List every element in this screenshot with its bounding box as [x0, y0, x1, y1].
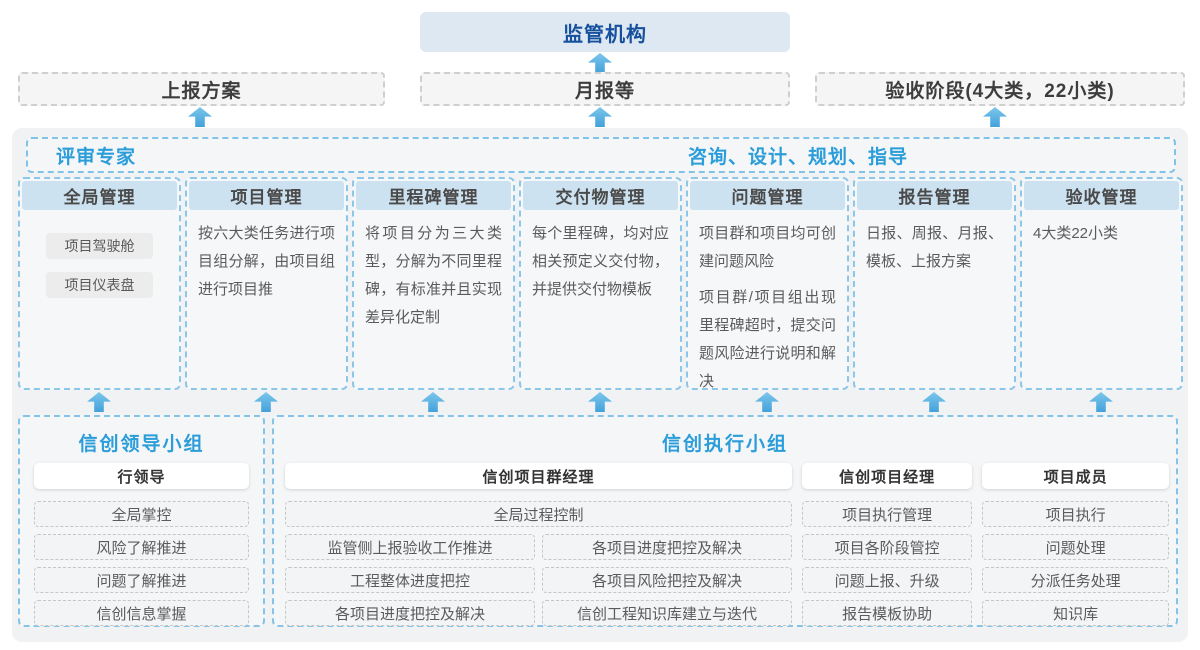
duty-item: 分派任务处理 — [982, 567, 1169, 593]
module-title: 交付物管理 — [523, 181, 678, 210]
up-arrow-icon — [188, 107, 212, 127]
module-description: 项目群和项目均可创建问题风险 — [699, 225, 836, 270]
module-body: 项目群和项目均可创建问题风险 项目群/项目组出现里程碑超时，提交问题风险进行说明… — [688, 212, 847, 390]
role-project-member: 项目成员 — [982, 463, 1169, 489]
duty-item: 项目各阶段管控 — [802, 534, 973, 560]
group-content: 行领导 全局掌控 风险了解推进 问题了解推进 信创信息掌握 — [20, 455, 263, 626]
duty-item: 报告模板协助 — [802, 600, 973, 626]
group-content: 信创项目群经理 全局过程控制 监管侧上报验收工作推进 各项目进度把控及解决 工程… — [274, 455, 1176, 626]
output-acceptance-stage: 验收阶段(4大类，22小类) — [815, 72, 1185, 106]
duty-item: 全局过程控制 — [285, 501, 792, 527]
role-program-manager: 信创项目群经理 — [285, 463, 792, 489]
group-title: 信创执行小组 — [661, 434, 788, 455]
duty-row: 工程整体进度把控 各项目风险把控及解决 — [285, 567, 792, 593]
duty-item: 风险了解推进 — [34, 534, 249, 560]
duty-item: 问题上报、升级 — [802, 567, 973, 593]
leadership-group-box: 信创领导小组 行领导 全局掌控 风险了解推进 问题了解推进 信创信息掌握 — [18, 415, 265, 627]
regulator-box: 监管机构 — [420, 12, 790, 52]
module-body: 4大类22小类 — [1022, 212, 1181, 248]
review-experts-label: 评审专家 — [56, 146, 137, 168]
module-body: 项目驾驶舱 项目仪表盘 — [20, 212, 179, 298]
module-description: 4大类22小类 — [1033, 225, 1119, 242]
up-arrow-icon — [588, 53, 612, 73]
output-report-plan: 上报方案 — [18, 72, 385, 106]
duty-item: 工程整体进度把控 — [285, 567, 535, 593]
duty-item: 项目执行管理 — [802, 501, 973, 527]
module-project-management: 项目管理 按六大类任务进行项目组分解，由项目组进行项目推 — [185, 177, 348, 390]
module-title: 问题管理 — [690, 181, 845, 210]
duty-item: 项目执行 — [982, 501, 1169, 527]
execution-group-box: 信创执行小组 信创项目群经理 全局过程控制 监管侧上报验收工作推进 各项目进度把… — [272, 415, 1178, 627]
module-description: 每个里程碑，均对应相关预定义交付物，并提供交付物模板 — [532, 225, 669, 298]
project-manager-column: 信创项目经理 项目执行管理 项目各阶段管控 问题上报、升级 报告模板协助 — [802, 463, 973, 626]
group-title: 信创领导小组 — [78, 434, 205, 455]
duty-item: 问题了解推进 — [34, 567, 249, 593]
feature-pill: 项目仪表盘 — [46, 272, 153, 298]
module-title: 项目管理 — [189, 181, 344, 210]
module-deliverable-management: 交付物管理 每个里程碑，均对应相关预定义交付物，并提供交付物模板 — [519, 177, 682, 390]
feature-pill: 项目驾驶舱 — [46, 233, 153, 259]
program-manager-column: 信创项目群经理 全局过程控制 监管侧上报验收工作推进 各项目进度把控及解决 工程… — [285, 463, 792, 626]
module-milestone-management: 里程碑管理 将项目分为三大类型，分解为不同里程碑，有标准并且实现差异化定制 — [352, 177, 515, 390]
module-report-management: 报告管理 日报、周报、月报、模板、上报方案 — [853, 177, 1016, 390]
duty-item: 问题处理 — [982, 534, 1169, 560]
experts-bar: 评审专家 咨询、设计、规划、指导 — [26, 137, 1176, 173]
duty-item: 信创工程知识库建立与迭代 — [542, 600, 792, 626]
duty-item: 全局掌控 — [34, 501, 249, 527]
up-arrow-icon — [983, 107, 1007, 127]
module-description: 按六大类任务进行项目组分解，由项目组进行项目推 — [198, 225, 335, 298]
duty-item: 各项目风险把控及解决 — [542, 567, 792, 593]
module-body: 将项目分为三大类型，分解为不同里程碑，有标准并且实现差异化定制 — [354, 212, 513, 332]
module-global-management: 全局管理 项目驾驶舱 项目仪表盘 — [18, 177, 181, 390]
consulting-label: 咨询、设计、规划、指导 — [688, 146, 909, 168]
module-description: 日报、周报、月报、模板、上报方案 — [866, 225, 1003, 270]
output-monthly-report: 月报等 — [420, 72, 790, 106]
role-bank-leader: 行领导 — [34, 463, 249, 489]
duty-item: 监管侧上报验收工作推进 — [285, 534, 535, 560]
duty-item: 各项目进度把控及解决 — [285, 600, 535, 626]
up-arrow-icon — [588, 107, 612, 127]
module-title: 验收管理 — [1024, 181, 1179, 210]
module-description: 项目群/项目组出现里程碑超时，提交问题风险进行说明和解决 — [699, 289, 836, 390]
module-body: 日报、周报、月报、模板、上报方案 — [855, 212, 1014, 276]
duty-row: 监管侧上报验收工作推进 各项目进度把控及解决 — [285, 534, 792, 560]
module-body: 按六大类任务进行项目组分解，由项目组进行项目推 — [187, 212, 346, 304]
duty-item: 信创信息掌握 — [34, 600, 249, 626]
duty-item: 各项目进度把控及解决 — [542, 534, 792, 560]
role-project-manager: 信创项目经理 — [802, 463, 973, 489]
module-title: 里程碑管理 — [356, 181, 511, 210]
module-acceptance-management: 验收管理 4大类22小类 — [1020, 177, 1183, 390]
module-title: 全局管理 — [22, 181, 177, 210]
module-description: 将项目分为三大类型，分解为不同里程碑，有标准并且实现差异化定制 — [365, 225, 502, 326]
module-issue-management: 问题管理 项目群和项目均可创建问题风险 项目群/项目组出现里程碑超时，提交问题风… — [686, 177, 849, 390]
duty-item: 知识库 — [982, 600, 1169, 626]
duty-row: 各项目进度把控及解决 信创工程知识库建立与迭代 — [285, 600, 792, 626]
module-title: 报告管理 — [857, 181, 1012, 210]
project-member-column: 项目成员 项目执行 问题处理 分派任务处理 知识库 — [982, 463, 1169, 626]
module-body: 每个里程碑，均对应相关预定义交付物，并提供交付物模板 — [521, 212, 680, 304]
